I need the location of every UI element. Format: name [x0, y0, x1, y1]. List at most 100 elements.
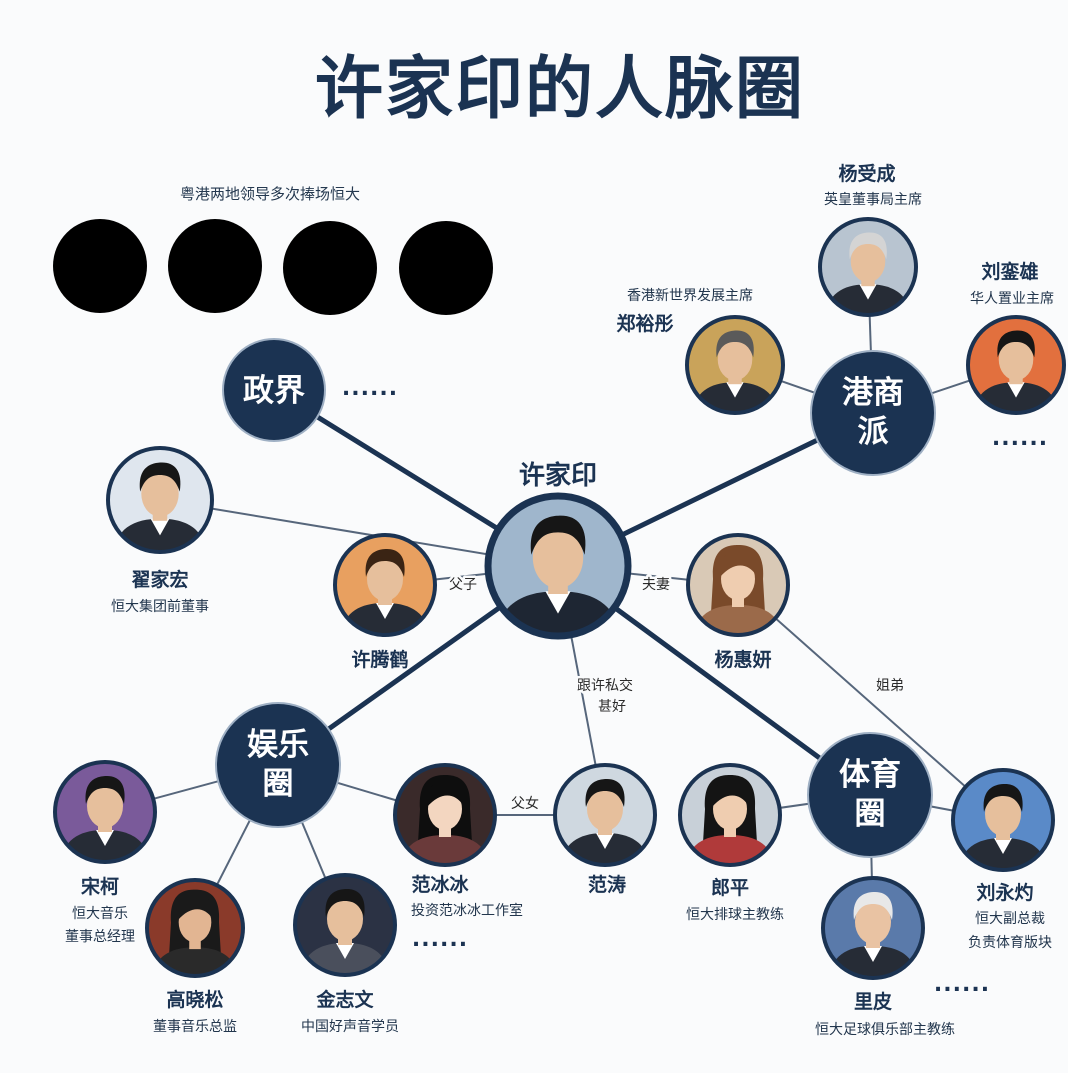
redacted-photo-4 [399, 221, 493, 315]
person-fan-bingbing-name: 范冰冰 [411, 873, 469, 896]
hub-entertainment-circle [215, 702, 341, 828]
person-zheng-yutong-name: 郑裕彤 [616, 312, 673, 335]
person-zheng-yutong: 香港新世界发展主席 郑裕彤 [616, 288, 785, 415]
person-yang-huiyan-photo [686, 533, 790, 637]
person-song-ke: 宋柯 恒大音乐 董事总经理 [53, 760, 157, 945]
relation-siblings: 姐弟 [876, 678, 904, 694]
page-title: 许家印的人脉圈 [315, 50, 805, 129]
person-gao-xiaosong: 高晓松 董事音乐总监 [145, 878, 245, 1035]
redacted-photo-1 [53, 219, 147, 313]
hub-hk-business-label-line1: 港商 [842, 375, 904, 411]
person-liu-yongzhuo-title-line1: 恒大副总裁 [975, 911, 1045, 927]
hub-entertainment: 娱乐 圈 [215, 702, 341, 828]
person-lang-ping-photo [678, 763, 782, 867]
person-yang-shoucheng-title: 英皇董事局主席 [824, 191, 922, 208]
photo-frame [818, 217, 918, 317]
hub-hk-business: 港商 派 [810, 350, 936, 476]
person-lippi-title: 恒大足球俱乐部主教练 [815, 1022, 955, 1038]
edge-yang_hy-liu_yz [737, 584, 1004, 821]
hub-politics: 政界 [222, 338, 326, 442]
photo-frame [53, 760, 157, 864]
person-fan-tao-name: 范涛 [588, 873, 626, 896]
person-jin-zhiwen: 金志文 中国好声音学员 [293, 873, 399, 1035]
center-person-photo [484, 492, 632, 640]
person-liu-luanxiong-photo [966, 315, 1066, 415]
person-gao-xiaosong-name: 高晓松 [166, 988, 223, 1011]
redacted-group-caption: 粤港两地领导多次捧场恒大 [180, 185, 360, 203]
person-yang-shoucheng: 杨受成 英皇董事局主席 [818, 162, 922, 317]
person-fan-bingbing-title: 投资范冰冰工作室 [411, 902, 523, 919]
person-lang-ping-title: 恒大排球主教练 [686, 907, 784, 923]
person-gao-xiaosong-title: 董事音乐总监 [153, 1018, 237, 1035]
hub-sports: 体育 圈 [807, 732, 933, 858]
person-song-ke-title-line1: 恒大音乐 [72, 905, 128, 922]
redacted-photo-2 [168, 219, 262, 313]
person-xu-tenghe-photo [333, 533, 437, 637]
person-lang-ping: 郎平 恒大排球主教练 [678, 763, 784, 923]
person-zhai-jiahong: 翟家宏 恒大集团前董事 [106, 446, 214, 615]
photo-frame [145, 878, 245, 978]
photo-frame [685, 315, 785, 415]
hub-sports-circle [807, 732, 933, 858]
photo-frame [106, 446, 214, 554]
sports-more-ellipsis: ...... [934, 972, 990, 997]
redacted-photo-3 [283, 221, 377, 315]
politics-more-ellipsis: ...... [342, 376, 398, 401]
photo-frame [333, 533, 437, 637]
person-lang-ping-name: 郎平 [711, 876, 749, 899]
photo-frame [293, 873, 397, 977]
hub-hk-business-circle [810, 350, 936, 476]
person-yang-huiyan: 杨惠妍 [686, 533, 790, 671]
person-lippi: 里皮 恒大足球俱乐部主教练 [815, 876, 955, 1038]
entertainment-more-ellipsis: ...... [412, 927, 468, 952]
person-gao-xiaosong-photo [145, 878, 245, 978]
person-liu-yongzhuo-name: 刘永灼 [976, 881, 1033, 904]
person-fan-bingbing: 范冰冰 投资范冰冰工作室 [393, 763, 523, 919]
person-fan-bingbing-photo [393, 763, 497, 867]
person-jin-zhiwen-photo [293, 873, 397, 977]
hub-politics-circle [222, 338, 326, 442]
photo-frame [678, 763, 782, 867]
hub-sports-label-line2: 圈 [855, 796, 886, 832]
person-liu-yongzhuo-title-line2: 负责体育版块 [968, 935, 1052, 951]
person-yang-huiyan-name: 杨惠妍 [714, 648, 771, 671]
hub-entertainment-label-line2: 圈 [263, 766, 294, 802]
person-jin-zhiwen-name: 金志文 [315, 988, 374, 1011]
relation-husband-wife: 夫妻 [642, 577, 670, 593]
hub-entertainment-label-line1: 娱乐 [247, 727, 309, 763]
center-person: 许家印 [484, 460, 632, 640]
person-lippi-photo [821, 876, 925, 980]
hub-politics-label: 政界 [243, 373, 305, 409]
person-liu-luanxiong: 刘銮雄 华人置业主席 [966, 260, 1066, 415]
hub-sports-label-line1: 体育 [839, 757, 901, 793]
photo-frame [821, 876, 925, 980]
photo-frame [966, 315, 1066, 415]
person-xu-tenghe-name: 许腾鹤 [351, 648, 408, 671]
person-liu-luanxiong-name: 刘銮雄 [981, 260, 1038, 283]
hk-business-more-ellipsis: ...... [992, 426, 1048, 451]
person-fan-tao: 范涛 [553, 763, 657, 896]
person-song-ke-title-line2: 董事总经理 [65, 929, 135, 945]
photo-frame [553, 763, 657, 867]
person-fan-tao-photo [553, 763, 657, 867]
photo-frame [951, 768, 1055, 872]
photo-frame [686, 533, 790, 637]
center-person-photo-frame [484, 492, 632, 640]
person-yang-shoucheng-name: 杨受成 [838, 162, 895, 185]
relation-father-daughter: 父女 [511, 795, 539, 812]
person-song-ke-photo [53, 760, 157, 864]
hub-hk-business-label-line2: 派 [858, 414, 889, 450]
person-liu-luanxiong-title: 华人置业主席 [970, 291, 1054, 307]
person-xu-tenghe: 许腾鹤 [333, 533, 437, 671]
person-zhai-jiahong-title: 恒大集团前董事 [111, 598, 209, 615]
person-jin-zhiwen-title: 中国好声音学员 [301, 1018, 399, 1035]
person-zheng-yutong-title: 香港新世界发展主席 [627, 288, 753, 304]
person-lippi-name: 里皮 [854, 990, 892, 1013]
person-liu-yongzhuo: 刘永灼 恒大副总裁 负责体育版块 [951, 768, 1055, 951]
person-zhai-jiahong-name: 翟家宏 [131, 568, 188, 591]
person-yang-shoucheng-photo [818, 217, 918, 317]
person-zhai-jiahong-photo [106, 446, 214, 554]
person-song-ke-name: 宋柯 [80, 875, 119, 898]
person-zheng-yutong-photo [685, 315, 785, 415]
